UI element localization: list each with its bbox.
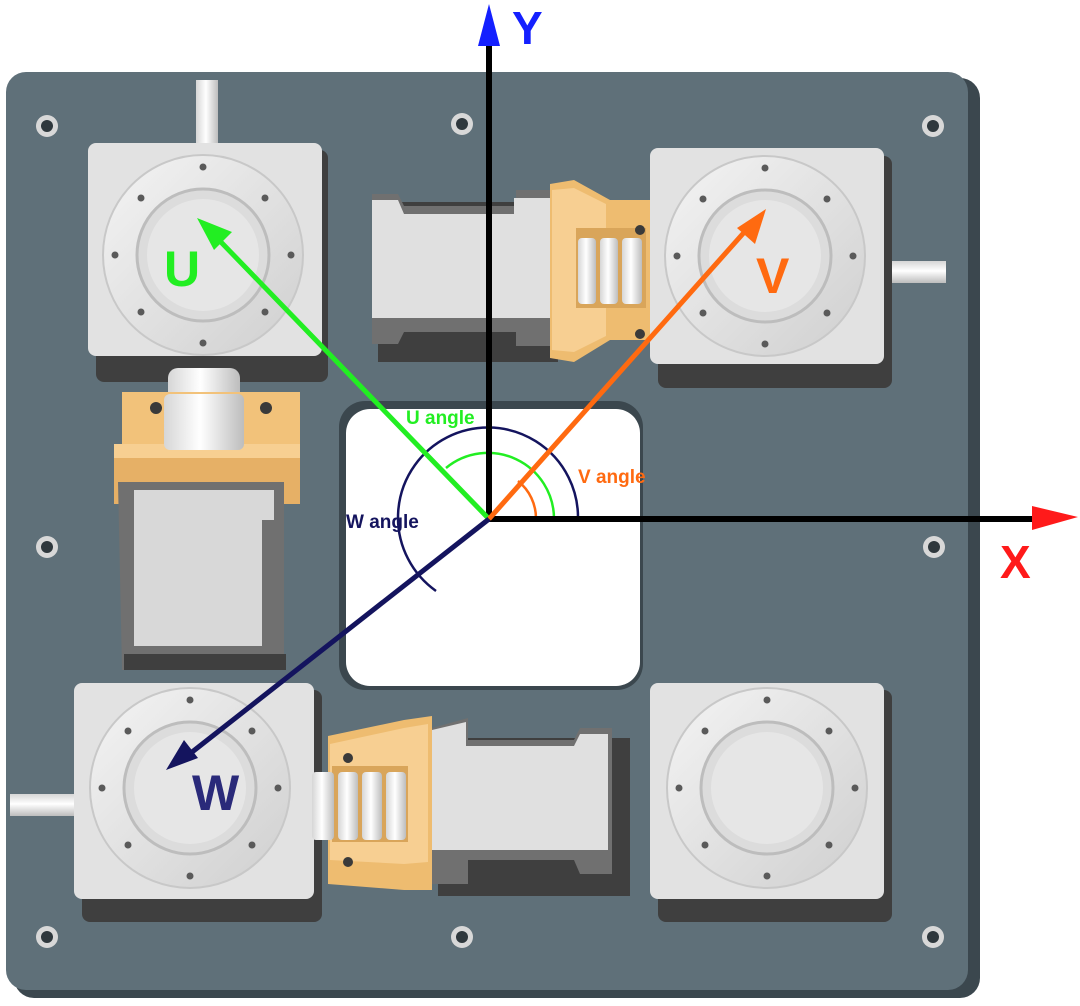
u-vector-label: U <box>164 241 200 297</box>
v-arrowhead <box>737 209 766 244</box>
screw-hole <box>36 926 58 948</box>
motor-left <box>114 368 300 670</box>
motor-bottom <box>312 716 630 896</box>
x-axis-label: X <box>1000 536 1031 588</box>
u-angle-label: U angle <box>406 408 475 429</box>
screw-holes <box>36 113 945 948</box>
w-angle-label: W angle <box>346 512 419 533</box>
x-axis <box>489 506 1078 530</box>
w-vector <box>166 517 491 770</box>
v-angle-label: V angle <box>578 467 646 488</box>
w-arrowhead <box>166 740 198 770</box>
bearing-bottom-right <box>650 683 892 922</box>
bearing-bottom-left <box>10 683 322 922</box>
bearing-top-right <box>650 148 946 388</box>
center-opening <box>346 409 640 686</box>
screw-hole <box>36 536 58 558</box>
u-vector <box>197 218 491 521</box>
screw-hole <box>451 926 473 948</box>
w-angle-arc <box>396 426 580 593</box>
screw-hole <box>922 926 944 948</box>
bearing-top-left <box>88 80 328 382</box>
screw-hole <box>922 115 944 137</box>
y-axis-label: Y <box>512 2 543 54</box>
screw-hole <box>451 113 473 135</box>
v-vector-label: V <box>756 248 790 304</box>
y-axis <box>478 4 500 519</box>
w-vector-label: W <box>192 765 240 821</box>
screw-hole <box>36 115 58 137</box>
v-vector <box>487 209 766 521</box>
u-angle-arc <box>445 451 556 520</box>
motor-top <box>372 180 650 362</box>
u-arrowhead <box>197 218 232 250</box>
screw-hole <box>923 536 945 558</box>
